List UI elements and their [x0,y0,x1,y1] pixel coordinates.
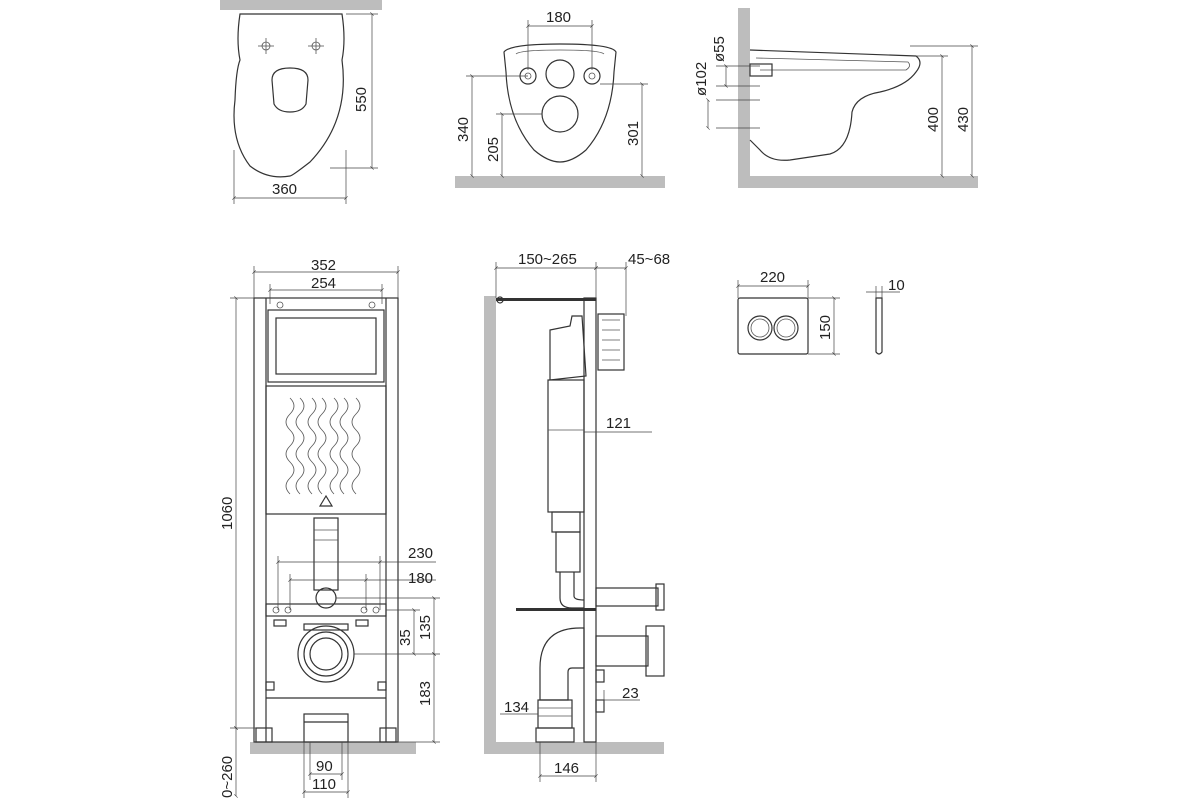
dim-183: 183 [417,681,434,706]
wall-anchor-top [496,298,596,301]
dim-205: 205 [485,137,502,162]
cistern-body [547,379,585,513]
bowl-top-outline [233,13,345,178]
dim-360: 360 [272,181,297,198]
dim-301: 301 [625,121,642,146]
bowl-front-view: 180 340 205 301 [455,9,665,188]
frame-foot-right [379,727,397,743]
dim-110: 110 [312,776,336,793]
flush-plate [737,297,809,355]
outlet-ring [297,625,355,683]
dim-121: 121 [606,415,631,432]
cistern-panel [265,385,387,515]
wall-anchor-mid [516,608,596,611]
wall-side [738,8,750,186]
flush-valve [597,313,625,371]
mount-hole-right [308,38,324,54]
bowl-top-view: 360 550 [220,0,382,204]
drain-pipe [313,517,339,591]
dim-d102: ø102 [693,62,710,96]
bowl-side-view: ø55 ø102 400 430 [693,8,978,188]
cistern-top [549,315,587,381]
frame-foot-left [255,727,273,743]
dim-550: 550 [353,87,370,112]
dim-180-frame: 180 [408,570,433,587]
brand-logo-mark [318,494,334,507]
dim-180-front: 180 [546,9,571,26]
dim-400: 400 [925,107,942,132]
inlet-pipe [595,587,659,607]
dim-23: 23 [622,685,639,702]
frame-front-view: 352 254 1060 0~260 230 180 135 35 183 90… [219,257,440,798]
bowl-side-outline [749,49,921,161]
mount-hole-left [258,38,274,54]
dim-430: 430 [955,107,972,132]
side-inlet [749,63,773,77]
bowl-front-outline [503,43,617,163]
flush-plate-side: 10 [866,277,905,355]
dim-352: 352 [311,257,336,274]
floor-side [738,176,978,188]
floor-frame-front [250,742,416,754]
floor-frame-side [484,742,664,754]
flush-plate-profile [875,297,883,355]
floor-front [455,176,665,188]
wall-top [220,0,382,10]
dim-150-plate: 150 [817,315,834,340]
dim-35: 35 [397,629,414,646]
dim-254: 254 [311,275,336,292]
flush-opening [267,309,385,383]
dim-220: 220 [760,269,785,286]
flush-plate-front: 220 150 [736,269,840,356]
dim-146: 146 [554,760,579,777]
frame-side-view: 150~265 45~68 121 134 23 146 [484,251,670,782]
seat-opening [271,67,309,113]
outlet-pipe [595,635,649,667]
dim-230: 230 [408,545,433,562]
drain-elbow [539,627,585,701]
dim-90: 90 [316,758,333,775]
wall-frame-side [484,296,496,748]
dim-1060: 1060 [219,497,236,530]
dim-10: 10 [888,277,905,294]
wave-pattern [285,397,361,495]
flush-button-small [747,315,773,341]
dim-135: 135 [417,615,434,640]
flush-button-large [773,315,799,341]
front-holes [519,59,601,133]
dim-134: 134 [504,699,529,716]
dim-150-265: 150~265 [518,251,577,268]
dim-340: 340 [455,117,472,142]
crossbar [265,603,387,617]
side-frame-post [583,297,597,743]
drain-base [303,713,349,743]
dim-45-68: 45~68 [628,251,670,268]
dim-d55: ø55 [711,36,728,62]
dim-0-260: 0~260 [219,756,236,798]
